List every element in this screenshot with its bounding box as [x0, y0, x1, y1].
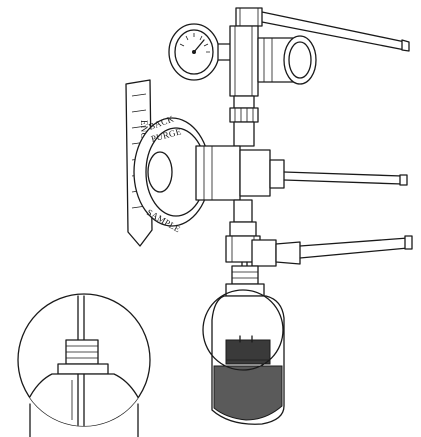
valve-dial: BACK PURGE SAMPLE [133, 113, 211, 234]
liquid-level [213, 365, 283, 421]
sample-bottle [211, 265, 285, 425]
lower-outlet-tube [251, 235, 413, 267]
pressure-gauge [168, 23, 233, 81]
valve-body [195, 145, 285, 201]
detail-inset [17, 293, 151, 427]
upper-fittings [229, 95, 259, 147]
inset-bottle-shoulders [29, 403, 139, 437]
top-outlet-tube [235, 7, 410, 52]
detail-callout-circle [202, 289, 284, 371]
regulator-body [229, 25, 317, 97]
middle-outlet-tube [283, 171, 408, 186]
